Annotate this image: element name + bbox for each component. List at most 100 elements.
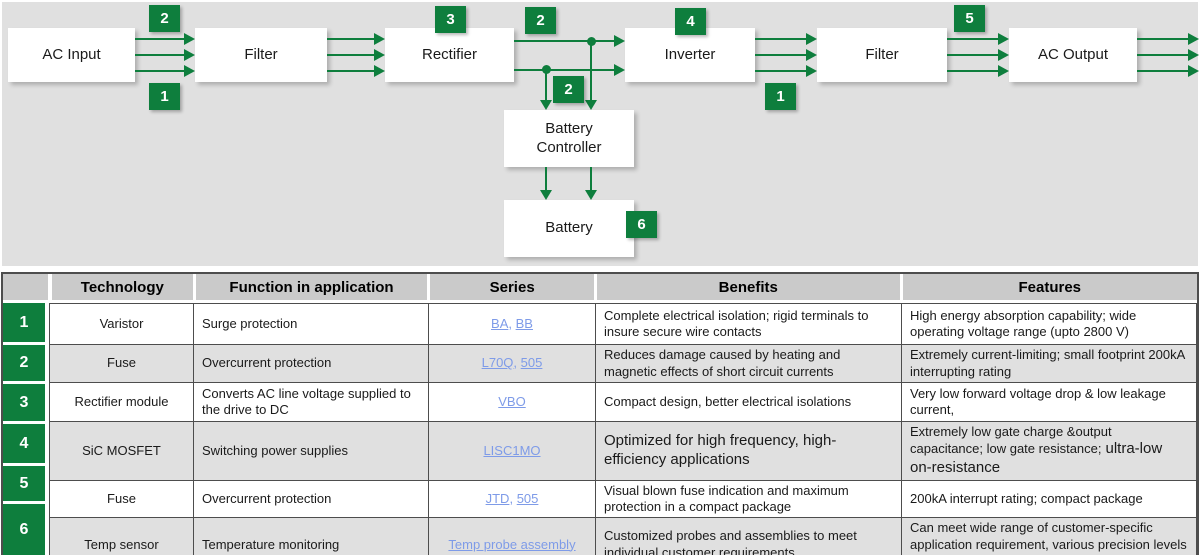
features-cell: Very low forward voltage drop & low leak… bbox=[901, 382, 1197, 422]
arrow-acin-filter-2 bbox=[135, 49, 195, 61]
block-rectifier: Rectifier bbox=[385, 28, 514, 82]
row-number: 6 bbox=[3, 504, 45, 555]
series-cell: LISC1MO bbox=[428, 421, 596, 481]
component-table-grid: Varistor Surge protection BA, BB Complet… bbox=[49, 303, 1197, 555]
arrow-acin-filter-3 bbox=[135, 65, 195, 77]
benefits-cell: Complete electrical isolation; rigid ter… bbox=[595, 303, 902, 345]
technology-cell: Fuse bbox=[49, 344, 194, 383]
series-separator: , bbox=[508, 315, 512, 331]
arrow-filter-acout-2 bbox=[947, 49, 1009, 61]
arrow-inverter-filter-3 bbox=[755, 65, 817, 77]
function-cell: Switching power supplies bbox=[193, 421, 429, 481]
badge-4-inverter: 4 bbox=[675, 8, 706, 35]
arrow-filter-rectifier-2 bbox=[327, 49, 385, 61]
table-header-row: Technology Function in application Serie… bbox=[3, 274, 1197, 300]
block-label: Battery Controller bbox=[536, 119, 602, 156]
block-label: Rectifier bbox=[421, 45, 477, 63]
block-label: Filter bbox=[865, 45, 899, 63]
badge-3-rectifier: 3 bbox=[435, 6, 466, 33]
features-text-large: ultra-low on-resistance bbox=[910, 440, 1163, 476]
technology-cell: Fuse bbox=[49, 479, 194, 519]
row-number: 4 bbox=[3, 424, 45, 463]
block-battery: Battery bbox=[504, 200, 634, 257]
header-technology: Technology bbox=[51, 274, 196, 300]
table-row: SiC MOSFET Switching power supplies LISC… bbox=[49, 421, 1197, 481]
series-link-bb[interactable]: BB bbox=[515, 315, 533, 331]
arrow-controller-battery-left bbox=[540, 167, 552, 200]
badge-1-inverter-output: 1 bbox=[765, 83, 796, 110]
arrow-filter-acout-3 bbox=[947, 65, 1009, 77]
function-cell: Overcurrent protection bbox=[193, 479, 429, 519]
function-cell: Converts AC line voltage supplied to the… bbox=[193, 382, 429, 422]
series-link-505[interactable]: 505 bbox=[520, 355, 543, 371]
arrow-acout-edge-3 bbox=[1137, 65, 1199, 77]
function-cell: Temperature monitoring bbox=[193, 517, 429, 555]
series-cell: JTD, 505 bbox=[428, 479, 596, 519]
badge-1-ac-input-bottom: 1 bbox=[149, 83, 180, 110]
block-label: AC Input bbox=[42, 45, 101, 63]
series-link-505[interactable]: 505 bbox=[516, 490, 539, 506]
table-row: Temp sensor Temperature monitoring Temp … bbox=[49, 517, 1197, 555]
block-label: Inverter bbox=[664, 45, 716, 63]
technology-cell: Rectifier module bbox=[49, 382, 194, 422]
series-link-lisc1mo[interactable]: LISC1MO bbox=[483, 442, 541, 458]
series-separator: , bbox=[513, 355, 518, 371]
arrow-dc-bus-plus bbox=[514, 35, 625, 47]
block-label: AC Output bbox=[1037, 45, 1109, 63]
block-inverter: Inverter bbox=[625, 28, 755, 82]
block-label: Battery bbox=[545, 219, 593, 237]
block-ac-input: AC Input bbox=[8, 28, 135, 82]
arrow-filter-acout-1 bbox=[947, 33, 1009, 45]
table-body: 1 2 3 4 5 6 Varistor Surge protection BA… bbox=[3, 303, 1197, 555]
header-function: Function in application bbox=[195, 274, 431, 300]
arrow-filter-rectifier-1 bbox=[327, 33, 385, 45]
block-filter-input: Filter bbox=[195, 28, 327, 82]
features-text: Extremely low gate charge &output capaci… bbox=[910, 424, 1112, 457]
block-diagram: AC Input Filter Rectifier Inverter Filte… bbox=[2, 2, 1199, 266]
row-number-column: 1 2 3 4 5 6 bbox=[3, 303, 45, 555]
block-battery-controller: Battery Controller bbox=[504, 110, 634, 167]
badge-2-ac-input-top: 2 bbox=[149, 5, 180, 32]
header-benefits: Benefits bbox=[597, 274, 903, 300]
arrow-branch-to-controller-right bbox=[585, 41, 597, 110]
arrow-inverter-filter-2 bbox=[755, 49, 817, 61]
series-link-ba[interactable]: BA bbox=[491, 315, 509, 331]
series-cell: Temp probe assembly bbox=[428, 517, 596, 555]
header-series: Series bbox=[430, 274, 598, 300]
row-number: 3 bbox=[3, 384, 45, 421]
block-filter-output: Filter bbox=[817, 28, 947, 82]
features-cell: Can meet wide range of customer-specific… bbox=[901, 517, 1197, 555]
badge-2-battery-branch: 2 bbox=[553, 76, 584, 103]
arrow-dc-bus-minus bbox=[514, 64, 625, 76]
row-number: 5 bbox=[3, 466, 45, 501]
table-row: Fuse Overcurrent protection L70Q, 505 Re… bbox=[49, 344, 1197, 383]
benefits-cell: Optimized for high frequency, high-effic… bbox=[595, 421, 902, 481]
function-cell: Surge protection bbox=[193, 303, 429, 345]
features-cell: Extremely low gate charge &output capaci… bbox=[901, 421, 1197, 481]
header-features: Features bbox=[902, 274, 1197, 300]
series-link-jtd[interactable]: JTD bbox=[485, 490, 510, 506]
series-link-l70q[interactable]: L70Q bbox=[481, 355, 514, 371]
badge-6-battery: 6 bbox=[626, 211, 657, 238]
series-link-temp-probe-assembly[interactable]: Temp probe assembly bbox=[448, 536, 576, 552]
table-row: Fuse Overcurrent protection JTD, 505 Vis… bbox=[49, 479, 1197, 519]
block-label: Filter bbox=[244, 45, 278, 63]
table-row: Varistor Surge protection BA, BB Complet… bbox=[49, 303, 1197, 345]
series-link-vbo[interactable]: VBO bbox=[498, 393, 526, 409]
arrow-filter-rectifier-3 bbox=[327, 65, 385, 77]
table-row: Rectifier module Converts AC line voltag… bbox=[49, 382, 1197, 422]
benefits-cell: Customized probes and assemblies to meet… bbox=[595, 517, 902, 555]
badge-2-dc-bus: 2 bbox=[525, 7, 556, 34]
component-table: Technology Function in application Serie… bbox=[1, 272, 1199, 555]
benefits-cell: Compact design, better electrical isolat… bbox=[595, 382, 902, 422]
function-cell: Overcurrent protection bbox=[193, 344, 429, 383]
benefits-cell: Reduces damage caused by heating and mag… bbox=[595, 344, 902, 383]
technology-cell: SiC MOSFET bbox=[49, 421, 194, 481]
technology-cell: Temp sensor bbox=[49, 517, 194, 555]
arrow-inverter-filter-1 bbox=[755, 33, 817, 45]
technology-cell: Varistor bbox=[49, 303, 194, 345]
junction-dot-lower bbox=[542, 65, 551, 74]
arrow-acout-edge-1 bbox=[1137, 33, 1199, 45]
series-cell: L70Q, 505 bbox=[428, 344, 596, 383]
arrow-controller-battery-right bbox=[585, 167, 597, 200]
